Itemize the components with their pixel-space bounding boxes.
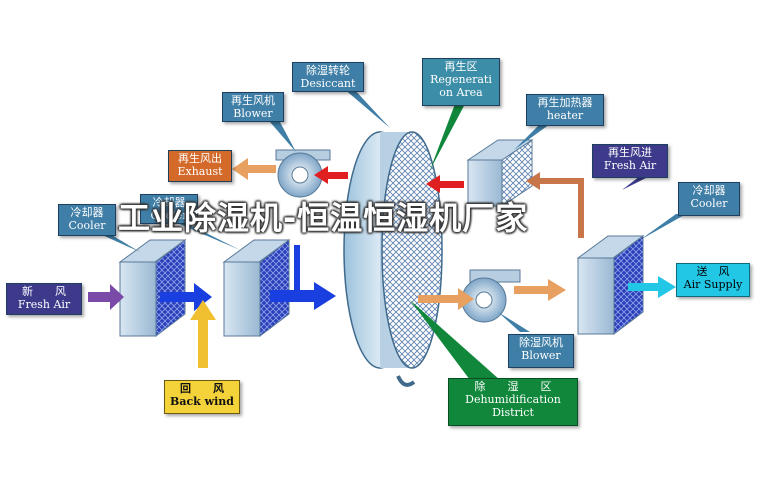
arrow-blue-left	[160, 283, 212, 311]
regen-blower-fan	[275, 149, 331, 198]
arrow-regen-fresh-in	[526, 172, 584, 238]
arrow-air-supply	[628, 276, 676, 298]
desiccant-wheel	[343, 131, 443, 387]
arrow-regen-to-wheel	[426, 175, 464, 193]
callout-pointers	[100, 88, 686, 380]
cooler-left-unit	[118, 238, 187, 338]
process-blower-fan	[461, 269, 521, 323]
cooler-mid-unit	[222, 238, 291, 338]
arrow-blue-mid	[270, 245, 336, 310]
arrow-exhaust	[232, 158, 276, 180]
arrow-wheel-to-blower	[314, 166, 348, 184]
arrow-fresh-air-in	[88, 284, 124, 310]
watermark-text: 工业除湿机-恒温恒湿机厂家	[118, 199, 529, 237]
regen-heater-unit	[466, 139, 534, 207]
arrow-back-wind	[190, 300, 216, 368]
arrow-process-to-cooler	[514, 279, 566, 301]
cooler-right-unit	[576, 234, 645, 336]
arrow-process-out	[418, 288, 474, 310]
